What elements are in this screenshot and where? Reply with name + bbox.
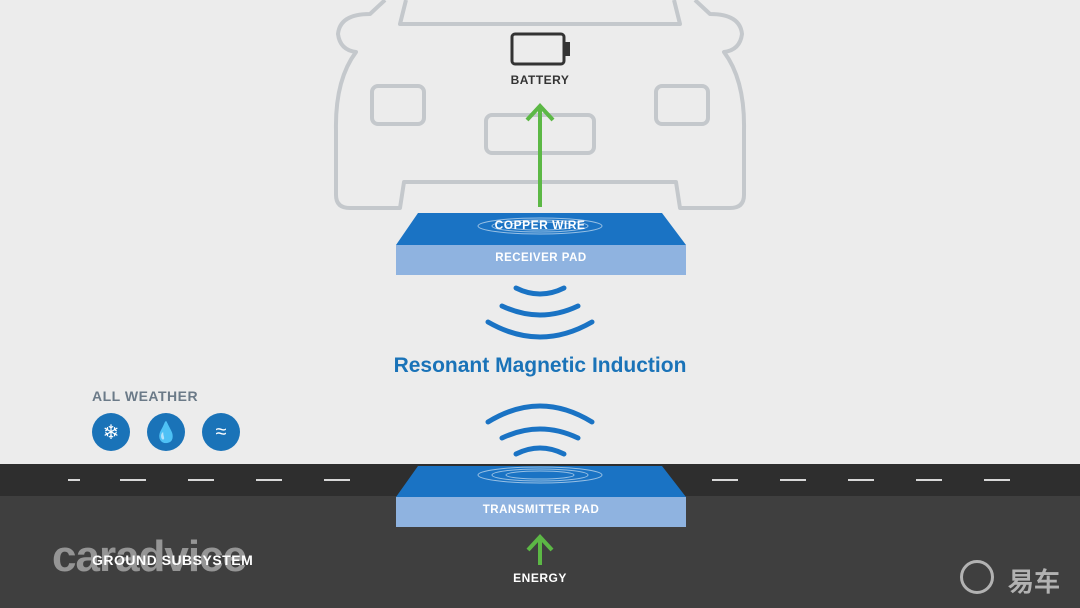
transmitter-coil bbox=[477, 466, 603, 484]
ground-subsystem-label: GROUND SUBSYSTEM bbox=[92, 552, 254, 568]
transmitter-pad-label: TRANSMITTER PAD bbox=[482, 504, 600, 516]
snowflake-icon: ❄ bbox=[92, 413, 130, 451]
transmitter-pad bbox=[396, 466, 686, 527]
yiche-logo-icon bbox=[960, 560, 994, 594]
copper-coil bbox=[477, 217, 603, 235]
energy-arrow-up bbox=[526, 534, 554, 565]
waves-icon: ≈ bbox=[202, 413, 240, 451]
receiver-pad bbox=[396, 213, 686, 275]
induction-waves-upper bbox=[485, 285, 595, 340]
energy-label: ENERGY bbox=[513, 571, 567, 585]
water-drops-icon: 💧 bbox=[147, 413, 185, 451]
caradvice-watermark: caradvice bbox=[52, 532, 247, 581]
diagram-title: Resonant Magnetic Induction bbox=[393, 354, 687, 377]
copper-wire-label: COPPER WIRE bbox=[494, 218, 586, 232]
all-weather-label: ALL WEATHER bbox=[92, 388, 199, 404]
battery-label: BATTERY bbox=[510, 73, 570, 87]
induction-waves-lower bbox=[485, 403, 595, 457]
battery-icon bbox=[510, 32, 570, 66]
yiche-watermark: 易车 bbox=[1008, 567, 1061, 597]
receiver-pad-label: RECEIVER PAD bbox=[495, 252, 587, 264]
power-arrow-up bbox=[525, 103, 555, 207]
